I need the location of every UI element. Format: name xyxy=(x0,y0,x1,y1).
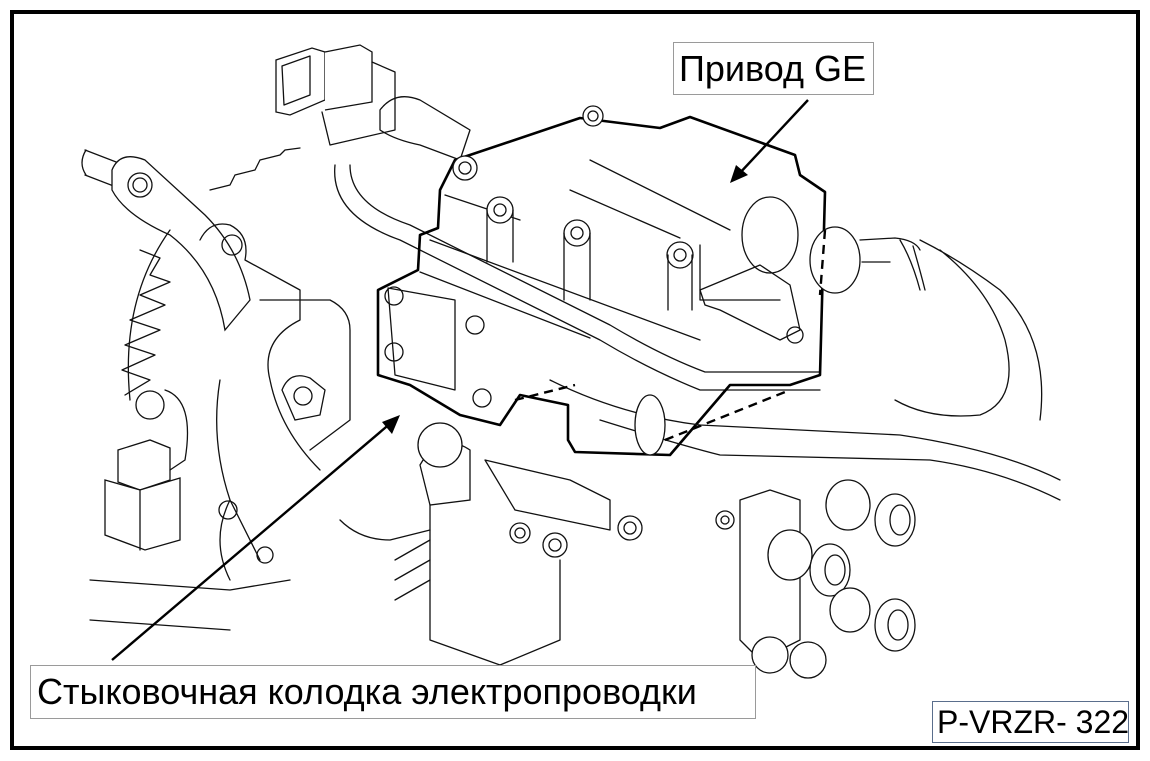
drive-shaft xyxy=(81,149,251,332)
figure-frame xyxy=(10,10,1140,750)
delivery-valves xyxy=(715,479,916,679)
top-connector xyxy=(275,44,396,146)
pump-housing xyxy=(199,223,351,581)
figure-code-label: P-VRZR- 322 xyxy=(932,701,1129,743)
fitting-3 xyxy=(829,587,916,652)
speed-sensor xyxy=(104,389,189,551)
fitting-1 xyxy=(825,479,916,547)
return-hose xyxy=(699,196,1043,421)
drive-gear xyxy=(121,147,301,401)
fitting-4 xyxy=(751,636,827,679)
fitting-2 xyxy=(767,529,851,597)
callout-arrow-connector xyxy=(111,415,400,661)
callout-label-connector: Стыковочная колодка электропроводки xyxy=(30,665,756,719)
callout-label-actuator: Привод GE xyxy=(673,42,874,95)
actuator-housing xyxy=(376,105,827,457)
callout-arrow-actuator xyxy=(730,99,809,183)
center-nut xyxy=(281,375,326,421)
lower-pump-block xyxy=(339,422,643,666)
fuel-lines xyxy=(89,379,1061,631)
